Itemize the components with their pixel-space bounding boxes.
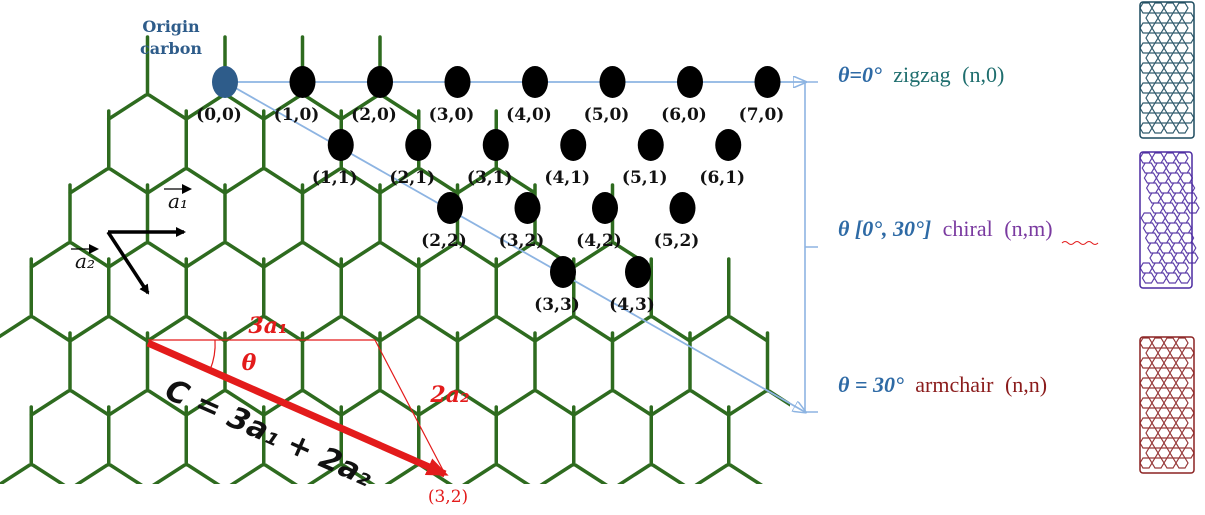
chiral-vector-arrow xyxy=(146,339,449,478)
lattice-atom xyxy=(560,129,587,161)
nanotube-illustrations xyxy=(1139,1,1200,474)
a1-label: a₁ xyxy=(168,189,188,213)
legend-zigzag: θ=0° zigzag (n,0) xyxy=(838,62,1004,87)
theta-label: θ xyxy=(242,350,257,376)
lattice-atom xyxy=(482,129,509,161)
lattice-atom xyxy=(289,66,316,98)
two-a2-line xyxy=(374,339,446,475)
legend-armchair: θ = 30° armchair (n,n) xyxy=(838,372,1047,397)
lattice-atom xyxy=(327,129,354,161)
lattice-atom xyxy=(669,192,696,224)
legend-armchair-indices: (n,n) xyxy=(1005,372,1047,397)
lattice-index-label: (3,2) xyxy=(499,231,545,251)
lattice-index-label: (4,1) xyxy=(544,168,590,188)
legend: θ=0° zigzag (n,0) θ [0°, 30°] chiral (n,… xyxy=(838,62,1099,397)
spellcheck-underline xyxy=(1061,241,1099,245)
armchair-guide-line xyxy=(224,81,805,412)
origin-label-line2: carbon xyxy=(140,39,202,58)
legend-armchair-symbol: θ = 30° xyxy=(838,372,904,397)
lattice-atom xyxy=(592,192,618,224)
lattice-index-label: (3,0) xyxy=(429,105,475,125)
endpoint-label: (3,2) xyxy=(428,487,468,507)
a2-arrow xyxy=(106,231,150,295)
lattice-index-label: (5,1) xyxy=(622,168,668,188)
lattice-index-label: (6,1) xyxy=(699,168,745,188)
zigzag-nanotube-icon xyxy=(1139,1,1195,139)
lattice-index-label: (5,0) xyxy=(584,105,630,125)
legend-chiral-indices: (n,m) xyxy=(1004,216,1052,241)
legend-bracket xyxy=(804,81,818,413)
lattice-index-label: (6,0) xyxy=(661,105,707,125)
lattice-index-label: (4,0) xyxy=(506,105,552,125)
chiral-vector-construction: 3a₁ θ 2a₂ C = 3a₁ + 2a₂ (3,2) xyxy=(146,313,470,507)
lattice-atom xyxy=(367,66,393,98)
lattice-atom xyxy=(599,66,626,98)
a2-label: a₂ xyxy=(75,249,95,273)
legend-chiral-name: chiral xyxy=(943,216,993,241)
legend-zigzag-name: zigzag xyxy=(893,62,950,87)
lattice-atom xyxy=(637,129,664,161)
guide-lines xyxy=(224,81,818,413)
chiral-nanotube-icon xyxy=(1139,151,1200,289)
legend-zigzag-indices: (n,0) xyxy=(962,62,1004,87)
lattice-points: (1,0) (2,0) (3,0) (4,0) (5,0) (6,0) (7,0) (1,1)… xyxy=(274,66,785,315)
origin-carbon: Origin carbon (0,0) xyxy=(140,17,242,125)
lattice-atom xyxy=(754,66,781,98)
lattice-atom xyxy=(677,66,703,98)
lattice-index-label: (2,2) xyxy=(421,231,467,251)
lattice-index-label: (7,0) xyxy=(739,105,785,125)
lattice-atom xyxy=(437,192,463,224)
origin-index-label: (0,0) xyxy=(196,105,242,125)
three-a1-label: 3a₁ xyxy=(248,313,287,339)
legend-chiral: θ [0°, 30°] chiral (n,m) xyxy=(838,216,1053,241)
legend-chiral-symbol: θ [0°, 30°] xyxy=(838,216,931,241)
lattice-atom xyxy=(444,66,471,98)
lattice-atom xyxy=(405,129,432,161)
lattice-atom xyxy=(550,256,576,288)
origin-atom xyxy=(212,66,238,98)
lattice-index-label: (3,3) xyxy=(534,295,580,315)
unit-vectors: a₁ a₂ xyxy=(71,184,192,295)
lattice-index-label: (1,0) xyxy=(274,105,320,125)
lattice-index-label: (3,1) xyxy=(467,168,513,188)
lattice-atom xyxy=(715,129,742,161)
lattice-index-label: (5,2) xyxy=(654,231,700,251)
theta-arc xyxy=(209,339,216,371)
lattice-index-label: (4,3) xyxy=(609,295,655,315)
lattice-atom xyxy=(514,192,541,224)
legend-armchair-name: armchair xyxy=(915,372,994,397)
legend-zigzag-symbol: θ=0° xyxy=(838,62,882,87)
lattice-index-label: (2,1) xyxy=(389,168,435,188)
origin-label-line1: Origin xyxy=(142,17,200,36)
lattice-index-label: (1,1) xyxy=(312,168,358,188)
two-a2-label: 2a₂ xyxy=(429,382,469,408)
lattice-index-label: (4,2) xyxy=(576,231,622,251)
armchair-nanotube-icon xyxy=(1139,336,1195,474)
lattice-atom xyxy=(625,256,651,288)
lattice-index-label: (2,0) xyxy=(351,105,397,125)
lattice-atom xyxy=(522,66,548,98)
